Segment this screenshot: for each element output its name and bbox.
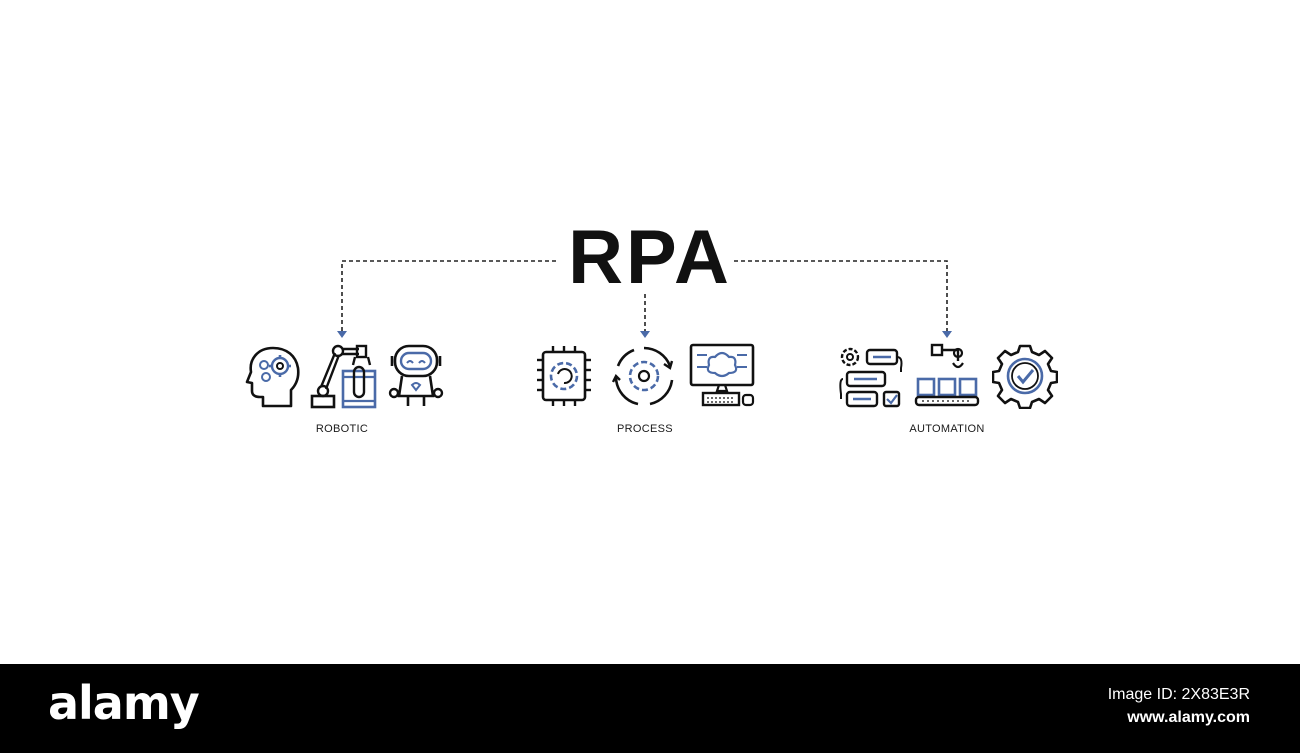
label-process: PROCESS bbox=[617, 423, 673, 435]
gear-cycle-icon bbox=[612, 346, 674, 406]
brand-logo: alamy bbox=[48, 676, 200, 730]
cpu-gear-icon bbox=[537, 346, 591, 406]
watermark-footer: alamy Image ID: 2X83E3R www.alamy.com bbox=[0, 664, 1300, 753]
site-url-text: www.alamy.com bbox=[1127, 709, 1250, 726]
arrowhead-automation bbox=[942, 331, 952, 338]
connector-lines bbox=[337, 260, 952, 338]
label-automation: AUTOMATION bbox=[909, 423, 985, 435]
connector-robotic bbox=[341, 260, 556, 332]
infographic-canvas: RPA bbox=[245, 215, 1058, 435]
diagram-title: RPA bbox=[568, 215, 732, 300]
image-id-text: Image ID: 2X83E3R bbox=[1107, 686, 1250, 703]
arrowhead-process bbox=[640, 331, 650, 338]
gear-check-icon bbox=[992, 344, 1058, 409]
label-robotic: ROBOTIC bbox=[315, 423, 369, 435]
workflow-icon bbox=[839, 347, 903, 408]
head-gears-icon bbox=[245, 346, 300, 408]
monitor-brain-icon bbox=[689, 343, 755, 407]
arrowhead-robotic bbox=[337, 331, 347, 338]
connector-automation bbox=[734, 260, 948, 332]
conveyor-arm-icon bbox=[914, 343, 980, 407]
robotic-arm-icon bbox=[310, 344, 377, 409]
robot-face-icon bbox=[388, 344, 444, 406]
